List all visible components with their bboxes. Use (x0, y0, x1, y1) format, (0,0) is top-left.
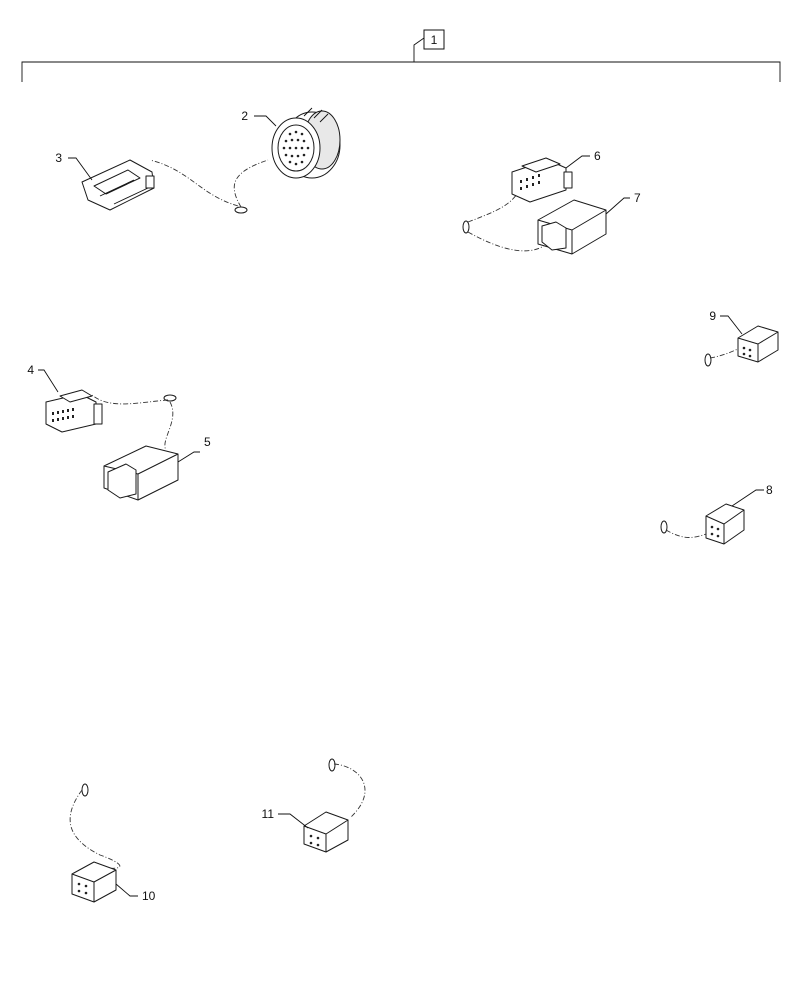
connector-7[interactable]: 7 (537, 191, 641, 255)
callout-3: 3 (55, 151, 62, 165)
connector-11[interactable]: 11 (262, 807, 349, 853)
callout-10: 10 (142, 889, 156, 903)
callout-4: 4 (27, 363, 34, 377)
harness-trunk (79, 204, 714, 797)
assembly-label-box (423, 29, 445, 50)
assembly-label: 1 (431, 33, 438, 47)
callout-6: 6 (594, 149, 601, 163)
connector-3[interactable]: 3 (55, 151, 155, 211)
callout-7: 7 (634, 191, 641, 205)
connector-8[interactable]: 8 (705, 483, 773, 545)
connector-4[interactable]: 4 (27, 363, 103, 433)
callout-11: 11 (262, 807, 275, 821)
connector-10[interactable]: 10 (71, 861, 156, 903)
connector-9[interactable]: 9 (709, 309, 779, 363)
connector-6[interactable]: 6 (511, 149, 601, 203)
callout-9: 9 (709, 309, 716, 323)
callout-2: 2 (241, 109, 248, 123)
assembly-bracket: 1 (21, 29, 781, 82)
connector-5[interactable]: 5 (103, 435, 211, 501)
callout-8: 8 (766, 483, 773, 497)
round-connector-2[interactable]: 2 (241, 107, 341, 179)
callout-5: 5 (204, 435, 211, 449)
